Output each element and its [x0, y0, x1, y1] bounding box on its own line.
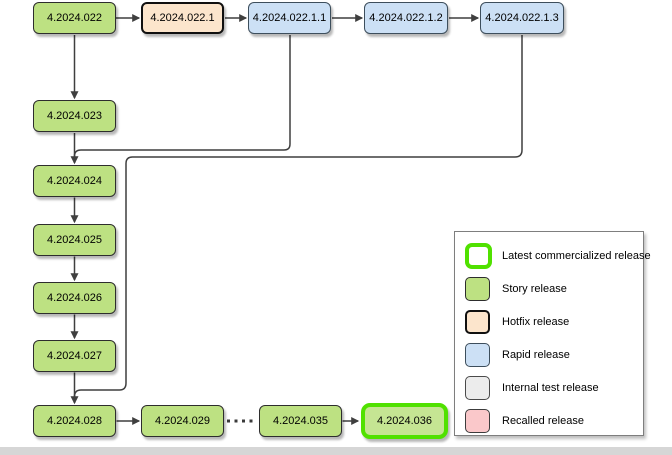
latest-release-swatch-icon: [465, 242, 492, 269]
hotfix-release-swatch-icon: [465, 309, 490, 334]
node-4-2024-022-1-2[interactable]: 4.2024.022.1.2: [364, 2, 448, 34]
legend-item-internal: Internal test release: [465, 371, 643, 404]
node-label: 4.2024.022.1: [150, 12, 215, 24]
edge-022-1-3-to-028: [73, 35, 523, 399]
node-label: 4.2024.025: [46, 234, 103, 246]
node-4-2024-036-latest[interactable]: 4.2024.036: [361, 403, 448, 439]
node-label: 4.2024.022.1.1: [252, 12, 327, 24]
legend-label: Story release: [502, 282, 567, 295]
node-4-2024-026[interactable]: 4.2024.026: [33, 282, 116, 314]
node-label: 4.2024.029: [154, 415, 211, 427]
node-4-2024-023[interactable]: 4.2024.023: [33, 100, 116, 132]
node-label: 4.2024.022.1.3: [485, 12, 559, 24]
node-label: 4.2024.036: [376, 415, 433, 427]
node-label: 4.2024.022.1.2: [369, 12, 443, 24]
node-label: 4.2024.026: [46, 292, 103, 304]
legend-item-recalled: Recalled release: [465, 404, 643, 437]
node-4-2024-022-1[interactable]: 4.2024.022.1: [141, 2, 224, 34]
internal-test-release-swatch-icon: [465, 375, 490, 400]
node-4-2024-029[interactable]: 4.2024.029: [141, 405, 224, 437]
node-4-2024-022[interactable]: 4.2024.022: [33, 2, 116, 34]
legend-item-rapid: Rapid release: [465, 338, 643, 371]
legend-label: Recalled release: [502, 414, 584, 427]
node-label: 4.2024.028: [46, 415, 103, 427]
legend-item-story: Story release: [465, 272, 643, 305]
node-label: 4.2024.035: [272, 415, 329, 427]
legend-item-hotfix: Hotfix release: [465, 305, 643, 338]
node-4-2024-022-1-3[interactable]: 4.2024.022.1.3: [480, 2, 564, 34]
legend: Latest commercialized release Story rele…: [454, 231, 651, 437]
legend-item-latest: Latest commercialized release: [465, 239, 651, 272]
legend-label: Latest commercialized release: [502, 249, 651, 262]
legend-label: Internal test release: [502, 381, 599, 394]
legend-label: Rapid release: [502, 348, 570, 361]
recalled-release-swatch-icon: [465, 408, 490, 433]
story-release-swatch-icon: [465, 276, 490, 301]
rapid-release-swatch-icon: [465, 342, 490, 367]
node-4-2024-027[interactable]: 4.2024.027: [33, 340, 116, 372]
node-4-2024-025[interactable]: 4.2024.025: [33, 224, 116, 256]
legend-label: Hotfix release: [502, 315, 570, 328]
horizontal-scrollbar-track[interactable]: [0, 447, 672, 455]
node-4-2024-022-1-1[interactable]: 4.2024.022.1.1: [248, 2, 331, 34]
edge-022-1-1-to-024: [73, 35, 291, 158]
node-label: 4.2024.022: [46, 12, 103, 24]
node-4-2024-028[interactable]: 4.2024.028: [33, 405, 116, 437]
node-4-2024-035[interactable]: 4.2024.035: [259, 405, 342, 437]
node-label: 4.2024.027: [46, 350, 103, 362]
node-4-2024-024[interactable]: 4.2024.024: [33, 165, 116, 197]
node-label: 4.2024.023: [46, 110, 103, 122]
node-label: 4.2024.024: [46, 175, 103, 187]
